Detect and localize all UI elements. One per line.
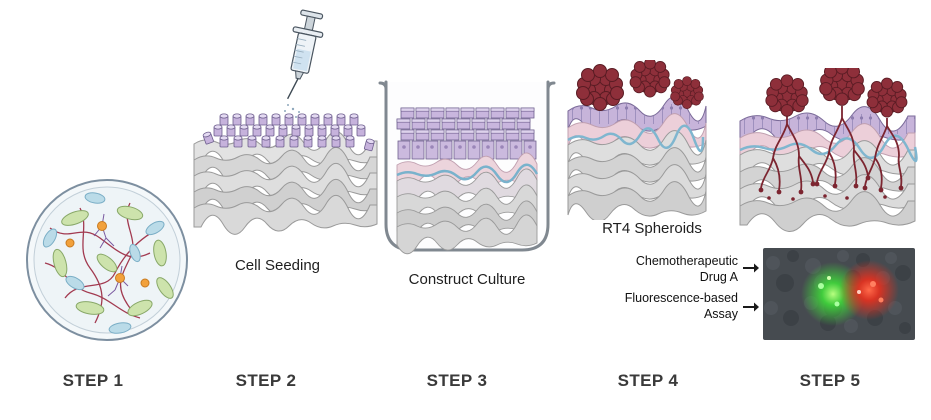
blue-cells [42, 192, 165, 334]
step-5-label: STEP 5 [799, 371, 861, 390]
syringe-icon [286, 9, 324, 100]
fluorescence-image [763, 248, 915, 340]
construct-cube-grid [396, 107, 535, 141]
caption-construct-culture: Construct Culture [408, 271, 526, 288]
membrane-blue-line [739, 134, 918, 163]
step-4-label: STEP 4 [617, 371, 679, 390]
membrane-blue-line [396, 163, 539, 184]
annotation-fluorescence-assay: Fluorescence-based Assay [612, 291, 738, 322]
annotation-chemotherapeutic-drug: Chemotherapeutic Drug A [612, 254, 738, 285]
vascularized-tissue-illustration [739, 68, 918, 233]
membrane-blue-line [567, 124, 705, 153]
step-2-label: STEP 2 [235, 371, 297, 390]
step-1-label: STEP 1 [62, 371, 124, 390]
cell-seeding-illustration [193, 9, 378, 235]
petri-dish-illustration [26, 179, 188, 341]
dendritic-cells [93, 213, 129, 297]
annotation-line: Assay [703, 306, 738, 321]
green-cells [52, 205, 174, 317]
caption-cell-seeding: Cell Seeding [234, 257, 321, 274]
annotation-line: Chemotherapeutic [635, 254, 738, 268]
spheroid-tissue-illustration [567, 60, 707, 220]
bright-speckles [818, 276, 884, 307]
vessel-network [760, 106, 903, 191]
tissue-layers [739, 106, 916, 233]
tissue-layers [567, 96, 707, 220]
vessel-tips [758, 175, 904, 201]
red-fluorescence-blob [839, 260, 899, 320]
right-arrow-icon [743, 263, 759, 273]
orange-cell-bodies [65, 221, 150, 288]
right-arrow-icon [743, 302, 759, 312]
caption-rt4-spheroids: RT4 Spheroids [602, 220, 702, 237]
beaker-construct-illustration [378, 80, 556, 255]
annotation-line: Fluorescence-based [624, 291, 738, 305]
annotation-line: Drug A [699, 269, 738, 284]
columnar-nuclei [402, 145, 532, 149]
rt4-spheroids [765, 68, 908, 118]
step-3-label: STEP 3 [426, 371, 488, 390]
rt4-spheroids [576, 60, 704, 111]
